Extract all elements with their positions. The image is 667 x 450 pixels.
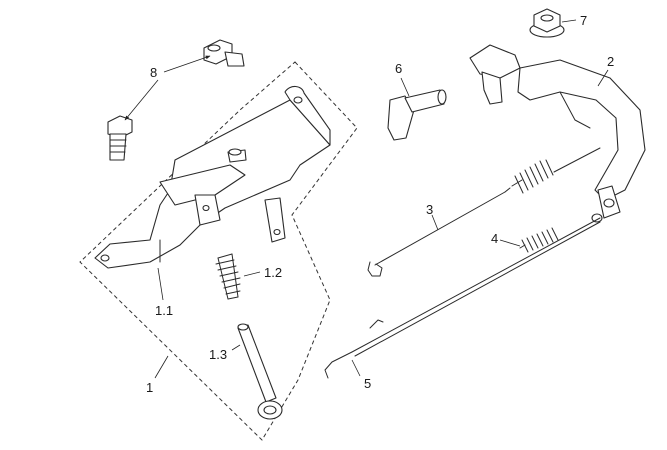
- bracket-plate-part: [94, 85, 331, 269]
- callout-1: 1: [146, 380, 153, 395]
- leader-1-2: [243, 271, 261, 277]
- leader-1-3: [231, 344, 241, 351]
- flange-nut-part: [529, 8, 565, 38]
- leader-4: [499, 239, 521, 247]
- callout-1-1: 1.1: [155, 303, 173, 318]
- leader-2: [597, 69, 609, 87]
- callout-7: 7: [580, 13, 587, 28]
- cam-block-part: [387, 89, 447, 141]
- leader-8-b: [124, 79, 159, 121]
- leader-7: [561, 19, 577, 23]
- return-spring-rod-part: [367, 147, 601, 277]
- compression-spring-part: [215, 253, 241, 300]
- callout-1-2: 1.2: [264, 265, 282, 280]
- callout-2: 2: [607, 54, 614, 69]
- control-lever-part: [469, 44, 646, 223]
- callout-5: 5: [364, 376, 371, 391]
- leader-1: [154, 355, 169, 379]
- leader-1-1: [157, 267, 164, 301]
- callout-1-3: 1.3: [209, 347, 227, 362]
- leader-5: [351, 359, 361, 377]
- bolt-part-left: [107, 115, 133, 161]
- bolt-part-top: [203, 39, 245, 67]
- throttle-rod-part: [324, 217, 601, 379]
- callout-8: 8: [150, 65, 157, 80]
- leader-6: [400, 77, 410, 97]
- pivot-pin-part: [237, 323, 283, 420]
- callout-4: 4: [491, 231, 498, 246]
- callout-3: 3: [426, 202, 433, 217]
- leader-8-a: [163, 55, 211, 73]
- throttle-spring-part: [519, 227, 559, 253]
- callout-6: 6: [395, 61, 402, 76]
- leader-3: [431, 214, 439, 231]
